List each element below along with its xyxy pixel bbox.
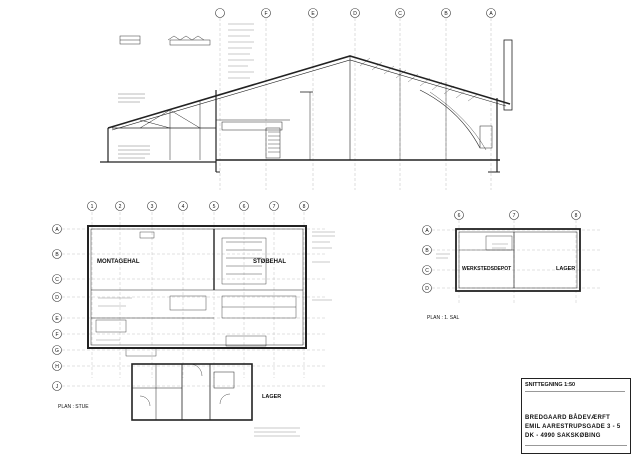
col-label: 2 bbox=[119, 204, 122, 210]
project-address: EMIL AARESTRUPSGADE 3 - 5 bbox=[525, 424, 621, 430]
room-label-stobehal: STØBEHAL bbox=[253, 259, 286, 265]
upper-plan-bubbles bbox=[422, 210, 581, 293]
grid-label-e: E bbox=[311, 11, 315, 17]
main-floor-plan bbox=[62, 212, 335, 437]
grid-label-a: A bbox=[489, 11, 493, 17]
row-label: F bbox=[55, 332, 58, 338]
grid-label-f: F bbox=[264, 11, 267, 17]
upper-plan-bubble-labels: 6 7 8 A B C D bbox=[425, 213, 577, 292]
col-label: 4 bbox=[182, 204, 185, 210]
col-label: 1 bbox=[91, 204, 94, 210]
room-label-lager-upper: LAGER bbox=[556, 266, 575, 272]
grid-label-b: B bbox=[444, 11, 448, 17]
title-block-notes bbox=[525, 391, 625, 410]
main-plan-bubble-labels: 1 2 3 4 5 6 7 8 A B C D E F G H J bbox=[55, 204, 306, 390]
col-label: 7 bbox=[513, 213, 516, 219]
row-label: A bbox=[425, 228, 429, 234]
project-name: BREDGAARD BÅDEVÆRFT bbox=[525, 415, 611, 421]
title-block-footer bbox=[525, 445, 627, 446]
room-label-lager: LAGER bbox=[262, 394, 281, 400]
section-grid-bubbles: F E D C B A bbox=[215, 8, 496, 18]
grid-label-c: C bbox=[398, 11, 402, 17]
row-label: D bbox=[425, 286, 429, 292]
col-label: 8 bbox=[303, 204, 306, 210]
col-label: 7 bbox=[273, 204, 276, 210]
plan-title-stue: PLAN : STUE bbox=[58, 404, 89, 410]
row-label: H bbox=[55, 364, 59, 370]
room-label-werkstedsdepot: WERKSTEDSDEPOT bbox=[462, 266, 511, 272]
col-label: 3 bbox=[151, 204, 154, 210]
col-label: 6 bbox=[243, 204, 246, 210]
drawing-title: SNITTEGNING 1:50 bbox=[525, 382, 576, 388]
section-drawing bbox=[100, 18, 513, 190]
title-block: SNITTEGNING 1:50 BREDGAARD BÅDEVÆRFT EMI… bbox=[521, 378, 631, 454]
grid-label-d: D bbox=[353, 11, 357, 17]
col-label: 8 bbox=[575, 213, 578, 219]
row-label: B bbox=[55, 252, 59, 258]
row-label: C bbox=[425, 268, 429, 274]
project-city: DK - 4990 SAKSKØBING bbox=[525, 433, 601, 439]
room-label-montagehal: MONTAGEHAL bbox=[97, 259, 140, 265]
detail-sketches bbox=[119, 23, 254, 79]
row-label: J bbox=[56, 384, 59, 390]
row-label: D bbox=[55, 295, 59, 301]
col-label: 5 bbox=[213, 204, 216, 210]
col-label: 6 bbox=[458, 213, 461, 219]
row-label: B bbox=[425, 248, 429, 254]
row-label: C bbox=[55, 277, 59, 283]
main-plan-bubbles bbox=[52, 201, 309, 391]
plan-title-1-sal: PLAN : 1. SAL bbox=[427, 315, 459, 321]
upper-floor-plan bbox=[432, 220, 600, 305]
row-label: A bbox=[55, 227, 59, 233]
row-label: E bbox=[55, 316, 59, 322]
row-label: G bbox=[55, 348, 59, 354]
